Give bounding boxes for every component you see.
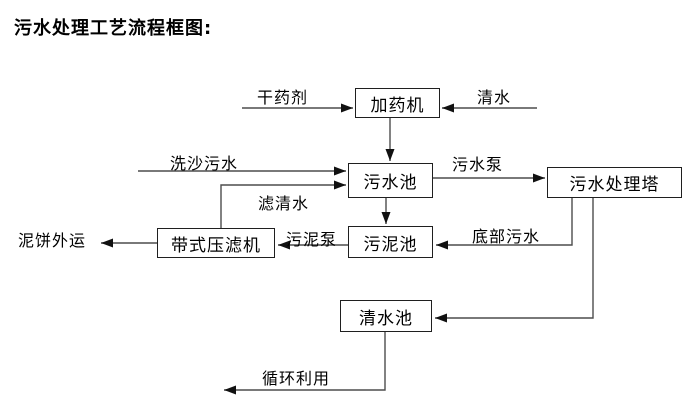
label-recycle: 循环利用 [262, 369, 331, 388]
label-sludge-pump: 污泥泵 [286, 230, 338, 249]
connector-clean-water-pool-to-recycle [224, 332, 386, 395]
label-sand-washing-sewage: 洗沙污水 [170, 154, 239, 173]
node-treatment-tower: 污水处理塔 [547, 167, 682, 198]
page-title: 污水处理工艺流程框图: [14, 18, 213, 39]
node-clean-water-pool: 清水池 [340, 300, 432, 332]
node-sludge-pool: 污泥池 [348, 226, 433, 258]
label-clean-water: 清水 [477, 88, 512, 107]
connector-tower-bottom-sewage-to-sludge-pool [436, 198, 573, 250]
label-mud-cake-out: 泥饼外运 [18, 231, 87, 250]
label-filtered-water: 滤清水 [258, 194, 310, 213]
connector-filtered-water-to-sewage-pool [220, 180, 346, 228]
node-dosing-machine: 加药机 [355, 88, 440, 118]
label-bottom-sewage: 底部污水 [472, 227, 541, 246]
label-dry-chemical: 干药剂 [257, 88, 309, 107]
node-sewage-pool: 污水池 [348, 163, 433, 198]
connector-tower-to-clean-water-pool [435, 198, 594, 323]
node-belt-filter-press: 带式压滤机 [157, 228, 275, 258]
label-sewage-pump: 污水泵 [452, 155, 504, 174]
